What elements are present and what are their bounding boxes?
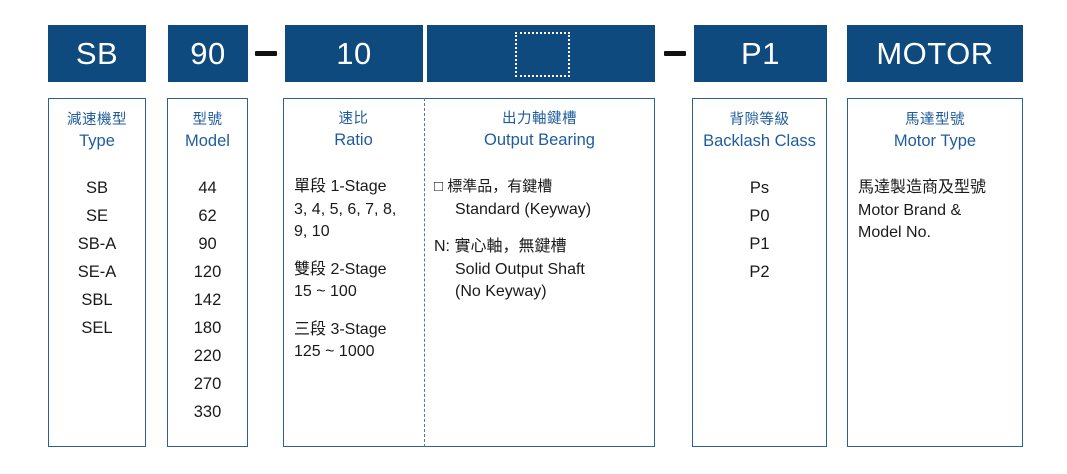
column-heading-model-zh: 型號	[192, 112, 223, 128]
column-heading-motor: 馬達型號 Motor Type	[848, 111, 1022, 152]
ratio-line-1-stage-values-a: 3, 4, 5, 6, 7, 8,	[294, 200, 397, 218]
header-box-backlash[interactable]: P1	[694, 25, 827, 82]
list-item: SE	[85, 207, 108, 225]
list-item: SB-A	[77, 235, 117, 253]
item-list-backlash: Ps P0 P1 P2	[693, 174, 826, 286]
ratio-line-1-stage-values-b: 9, 10	[294, 223, 330, 240]
column-heading-ratio-zh: 速比	[338, 111, 369, 127]
text-block-output-bearing: □ 標準品，有鍵槽 Standard (Keyway) N: 實心軸，無鍵槽 S…	[434, 176, 655, 304]
list-item: SBL	[81, 291, 113, 309]
column-heading-output-bearing-en: Output Bearing	[484, 131, 595, 150]
ratio-line-3-stage: 三段 3-Stage	[294, 320, 387, 338]
column-heading-ratio-en: Ratio	[334, 131, 373, 150]
spacer	[294, 244, 424, 259]
list-item: 120	[193, 263, 222, 281]
output-option-solid-en-1: Solid Output Shaft	[455, 260, 585, 278]
column-heading-motor-zh: 馬達型號	[905, 112, 965, 128]
output-option-standard-en: Standard (Keyway)	[455, 200, 592, 218]
list-item: SE-A	[77, 263, 117, 281]
column-heading-motor-en: Motor Type	[893, 132, 977, 151]
header-box-ratio[interactable]: 10	[285, 25, 423, 82]
code-separator-dash-1	[255, 51, 277, 56]
motor-line-en-2: Model No.	[858, 224, 931, 241]
column-heading-ratio: 速比 Ratio	[283, 110, 424, 151]
text-block-motor-type: 馬達製造商及型號 Motor Brand & Model No.	[858, 177, 1023, 245]
header-box-type[interactable]: SB	[48, 25, 146, 82]
header-box-type-label: SB	[75, 36, 119, 71]
motor-line-zh: 馬達製造商及型號	[858, 179, 987, 196]
column-heading-backlash-en: Backlash Class	[703, 132, 816, 151]
header-box-motor-label: MOTOR	[876, 36, 994, 71]
list-item: P1	[749, 235, 770, 253]
empty-option-slot-icon	[515, 32, 570, 77]
item-list-type: SB SE SB-A SE-A SBL SEL	[49, 174, 145, 342]
header-box-output-bearing[interactable]	[427, 25, 655, 82]
column-heading-type-en: Type	[79, 132, 115, 151]
list-item: 220	[193, 347, 222, 365]
code-separator-dash-2	[664, 51, 686, 56]
text-block-ratio: 單段 1-Stage 3, 4, 5, 6, 7, 8, 9, 10 雙段 2-…	[294, 176, 424, 364]
column-heading-type: 減速機型 Type	[49, 111, 145, 152]
ratio-line-2-stage: 雙段 2-Stage	[294, 260, 387, 278]
list-item: 62	[198, 207, 217, 225]
desc-box-type: 減速機型 Type SB SE SB-A SE-A SBL SEL	[48, 98, 146, 447]
header-box-ratio-label: 10	[336, 36, 372, 71]
ratio-output-divider	[424, 98, 425, 447]
list-item: P0	[749, 207, 770, 225]
desc-box-ratio-and-output-bearing	[283, 98, 655, 447]
spacer	[294, 304, 424, 319]
ratio-line-3-stage-values: 125 ~ 1000	[294, 343, 375, 360]
header-box-model-label: 90	[190, 36, 226, 71]
desc-box-motor-type: 馬達型號 Motor Type 馬達製造商及型號 Motor Brand & M…	[847, 98, 1023, 447]
output-option-solid-zh: N: 實心軸，無鍵槽	[434, 238, 567, 255]
header-box-backlash-label: P1	[741, 36, 780, 71]
column-heading-backlash-zh: 背隙等級	[729, 112, 790, 128]
output-option-solid-en-2: (No Keyway)	[455, 283, 547, 300]
ratio-line-2-stage-values: 15 ~ 100	[294, 283, 357, 300]
list-item: 270	[193, 375, 222, 393]
column-heading-model-en: Model	[185, 132, 230, 151]
motor-line-en-1: Motor Brand &	[858, 201, 962, 219]
list-item: 142	[193, 291, 222, 309]
list-item: SEL	[81, 319, 113, 337]
list-item: Ps	[749, 179, 770, 197]
list-item: P2	[749, 263, 770, 281]
column-heading-model: 型號 Model	[168, 111, 247, 152]
list-item: SB	[85, 179, 108, 197]
output-option-standard-zh: □ 標準品，有鍵槽	[434, 178, 553, 195]
desc-box-backlash-class: 背隙等級 Backlash Class Ps P0 P1 P2	[692, 98, 827, 447]
ratio-line-1-stage: 單段 1-Stage	[294, 178, 387, 195]
header-box-model[interactable]: 90	[168, 25, 248, 82]
list-item: 180	[193, 319, 222, 337]
item-list-model: 44 62 90 120 142 180 220 270 330	[168, 174, 247, 426]
column-heading-backlash: 背隙等級 Backlash Class	[693, 111, 826, 152]
spacer	[434, 221, 655, 236]
column-heading-output-bearing-zh: 出力軸鍵槽	[502, 111, 577, 127]
column-heading-output-bearing: 出力軸鍵槽 Output Bearing	[424, 110, 655, 151]
list-item: 90	[198, 235, 217, 253]
list-item: 330	[193, 403, 222, 421]
header-box-motor[interactable]: MOTOR	[847, 25, 1023, 82]
desc-box-model: 型號 Model 44 62 90 120 142 180 220 270 33…	[167, 98, 248, 447]
list-item: 44	[198, 179, 217, 197]
column-heading-type-zh: 減速機型	[67, 112, 127, 128]
